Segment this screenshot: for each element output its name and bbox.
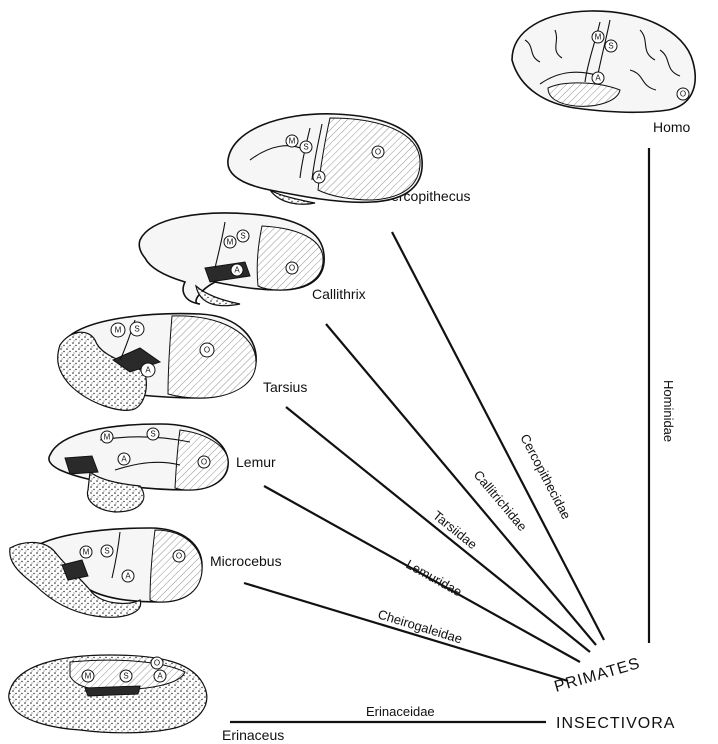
group-label-insectivora: INSECTIVORA	[556, 715, 675, 732]
area-label-o: O	[289, 264, 295, 273]
area-label-m: M	[227, 238, 234, 247]
area-label-s: S	[123, 672, 128, 681]
area-label-o: O	[201, 458, 207, 467]
brain-erinaceus: M S O A	[9, 655, 207, 733]
brain-lemur: M S A O	[49, 424, 228, 512]
area-label-o: O	[154, 659, 160, 668]
area-label-a: A	[316, 173, 322, 182]
brain-cercopithecus: M S A O	[228, 114, 422, 204]
family-label-cercopithecidae: Cercopithecidae	[517, 431, 574, 521]
area-label-s: S	[104, 547, 109, 556]
family-label-hominidae: Hominidae	[661, 380, 676, 442]
brain-callithrix: M S A O	[139, 213, 324, 306]
area-label-m: M	[289, 137, 296, 146]
family-label-lemuridae: Lemuridae	[404, 557, 465, 600]
area-label-s: S	[134, 325, 139, 334]
family-label-erinaceidae: Erinaceidae	[366, 704, 435, 719]
area-label-m: M	[115, 326, 122, 335]
family-label-callitrichidae: Callitrichidae	[471, 467, 530, 534]
species-label-microcebus: Microcebus	[210, 553, 282, 569]
area-label-s: S	[608, 42, 613, 51]
brain-tarsius: M S A O	[58, 314, 256, 411]
brain-homo: M S A O	[512, 11, 695, 112]
brain-microcebus: M S A O	[10, 528, 202, 617]
species-label-callithrix: Callithrix	[312, 286, 366, 302]
area-label-a: A	[145, 366, 151, 375]
area-label-m: M	[595, 33, 602, 42]
area-label-o: O	[204, 346, 210, 355]
area-label-s: S	[150, 430, 155, 439]
group-label-primates: PRIMATES	[552, 655, 642, 696]
area-label-a: A	[157, 672, 163, 681]
area-label-o: O	[176, 552, 182, 561]
branch-cheirogaleidae	[244, 583, 568, 681]
area-label-a: A	[595, 74, 601, 83]
area-label-o: O	[680, 90, 686, 99]
species-label-tarsius: Tarsius	[263, 379, 307, 395]
species-label-homo: Homo	[653, 119, 691, 135]
area-label-m: M	[83, 548, 90, 557]
area-label-m: M	[104, 433, 111, 442]
species-label-lemur: Lemur	[236, 454, 276, 470]
area-label-s: S	[240, 232, 245, 241]
area-label-a: A	[125, 572, 131, 581]
area-label-a: A	[234, 266, 240, 275]
area-label-m: M	[85, 672, 92, 681]
branch-tarsiidae	[286, 407, 590, 652]
area-label-a: A	[121, 455, 127, 464]
species-label-erinaceus: Erinaceus	[222, 727, 284, 743]
area-label-o: O	[375, 148, 381, 157]
area-label-s: S	[303, 143, 308, 152]
